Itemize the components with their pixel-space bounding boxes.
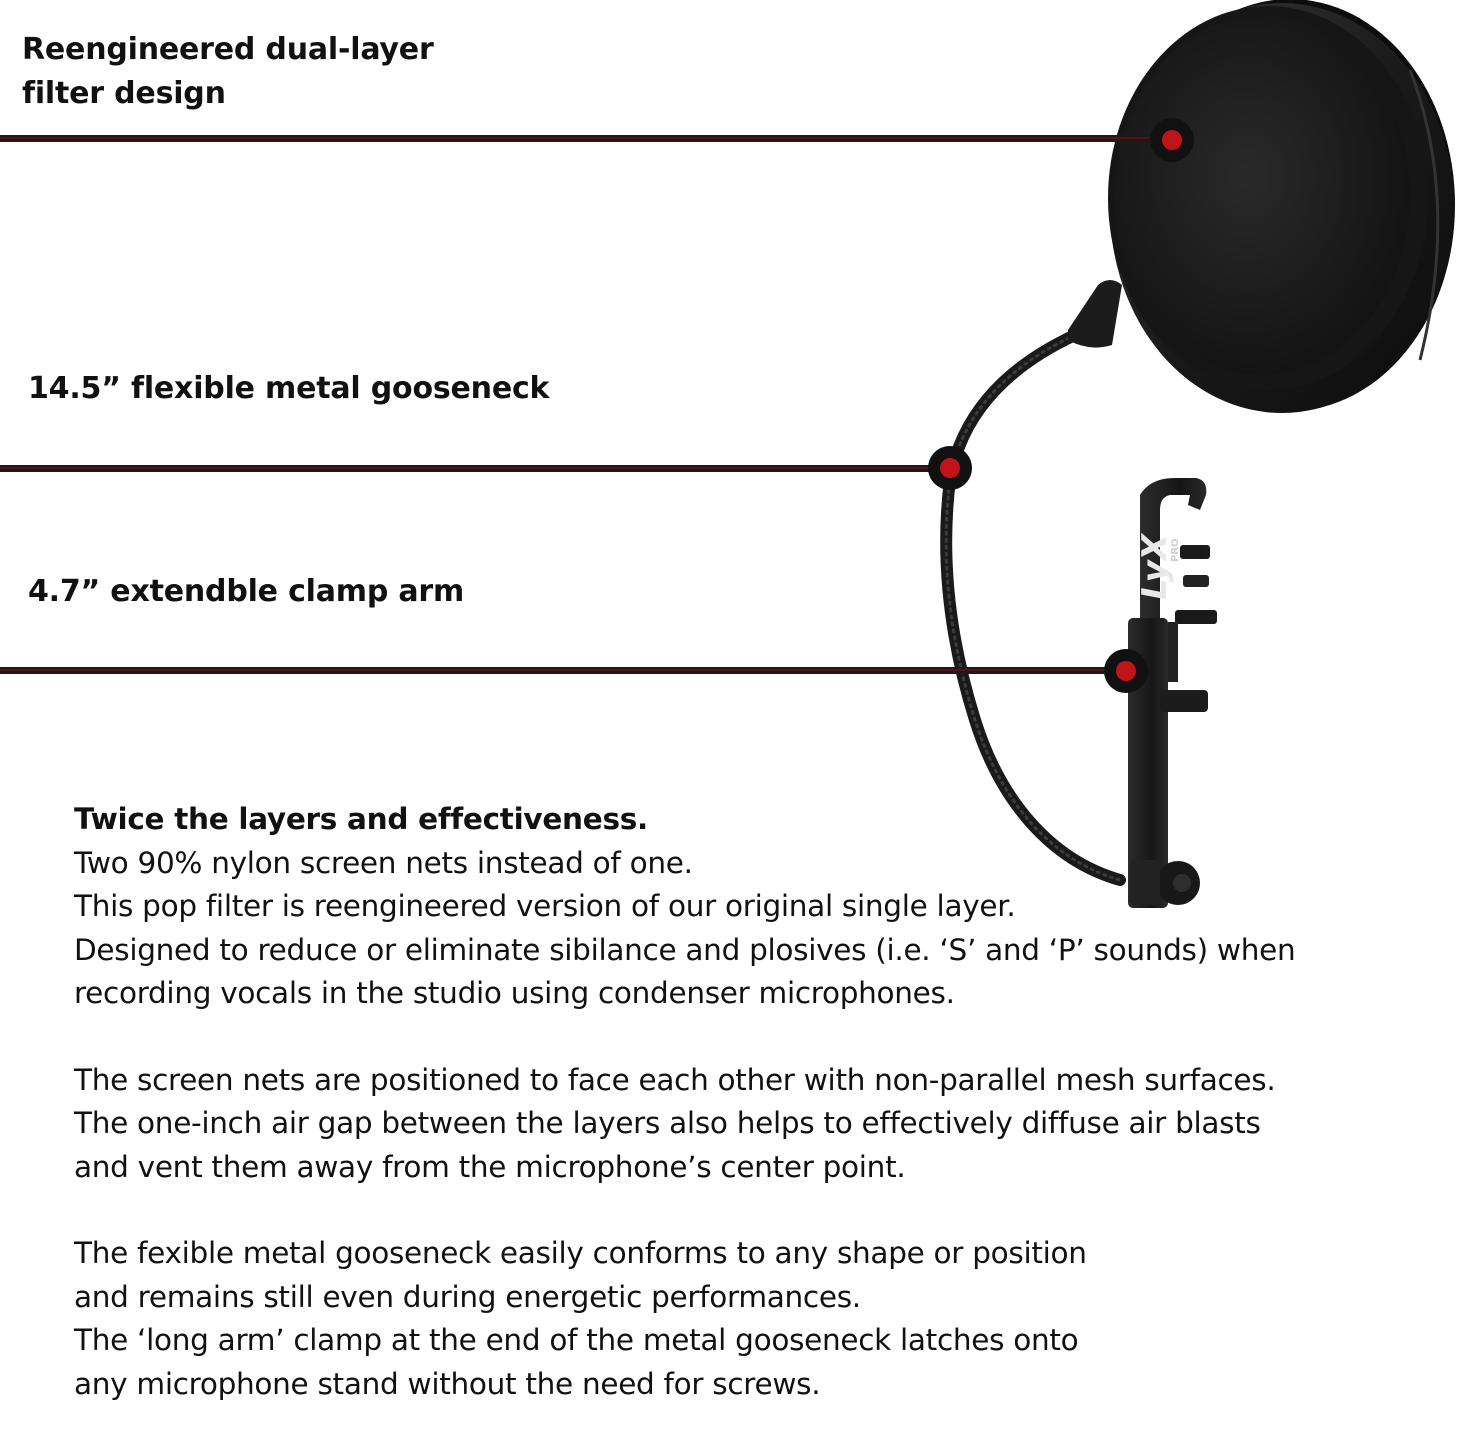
feature-label-line: filter design (22, 76, 226, 111)
feature-label-filter: Reengineered dual-layer filter design (22, 28, 434, 116)
callout-clamp (0, 649, 1148, 693)
pop-filter (1108, 0, 1455, 413)
description-line: any microphone stand without the need fo… (74, 1366, 821, 1401)
description-line: and vent them away from the microphone’s… (74, 1149, 906, 1184)
description-line: Two 90% nylon screen nets instead of one… (74, 845, 693, 880)
brand-logo-sub: PRO (1170, 538, 1181, 562)
callout-filter (0, 118, 1194, 162)
description-line: recording vocals in the studio using con… (74, 976, 955, 1010)
callout-gooseneck (0, 446, 972, 490)
feature-label-gooseneck: 14.5” flexible metal gooseneck (28, 371, 550, 406)
description-heading: Twice the layers and effectiveness. (74, 802, 648, 836)
description-line: Designed to reduce or eliminate sibilanc… (74, 932, 1296, 967)
description-line: and remains still even during energetic … (74, 1279, 861, 1314)
clamp: LyX PRO (1128, 478, 1217, 908)
gooseneck (940, 280, 1126, 886)
description-line: The screen nets are positioned to face e… (74, 1062, 1276, 1097)
description-line: This pop filter is reengineered version … (74, 889, 1016, 923)
feature-label-clamp: 4.7” extendble clamp arm (28, 574, 465, 609)
description-paragraph: The screen nets are positioned to face e… (74, 1059, 1444, 1190)
description-line: The ‘long arm’ clamp at the end of the m… (74, 1323, 1079, 1357)
feature-label-line: Reengineered dual-layer (22, 32, 434, 67)
description-line: The fexible metal gooseneck easily confo… (74, 1236, 1087, 1270)
product-description: Twice the layers and effectiveness. Two … (74, 798, 1444, 1449)
product-illustration: LyX PRO (0, 0, 1455, 908)
brand-logo: LyX (1135, 532, 1175, 600)
description-paragraph: Twice the layers and effectiveness. Two … (74, 798, 1444, 1016)
description-line: The one-inch air gap between the layers … (74, 1106, 1261, 1140)
description-paragraph: The fexible metal gooseneck easily confo… (74, 1232, 1444, 1406)
